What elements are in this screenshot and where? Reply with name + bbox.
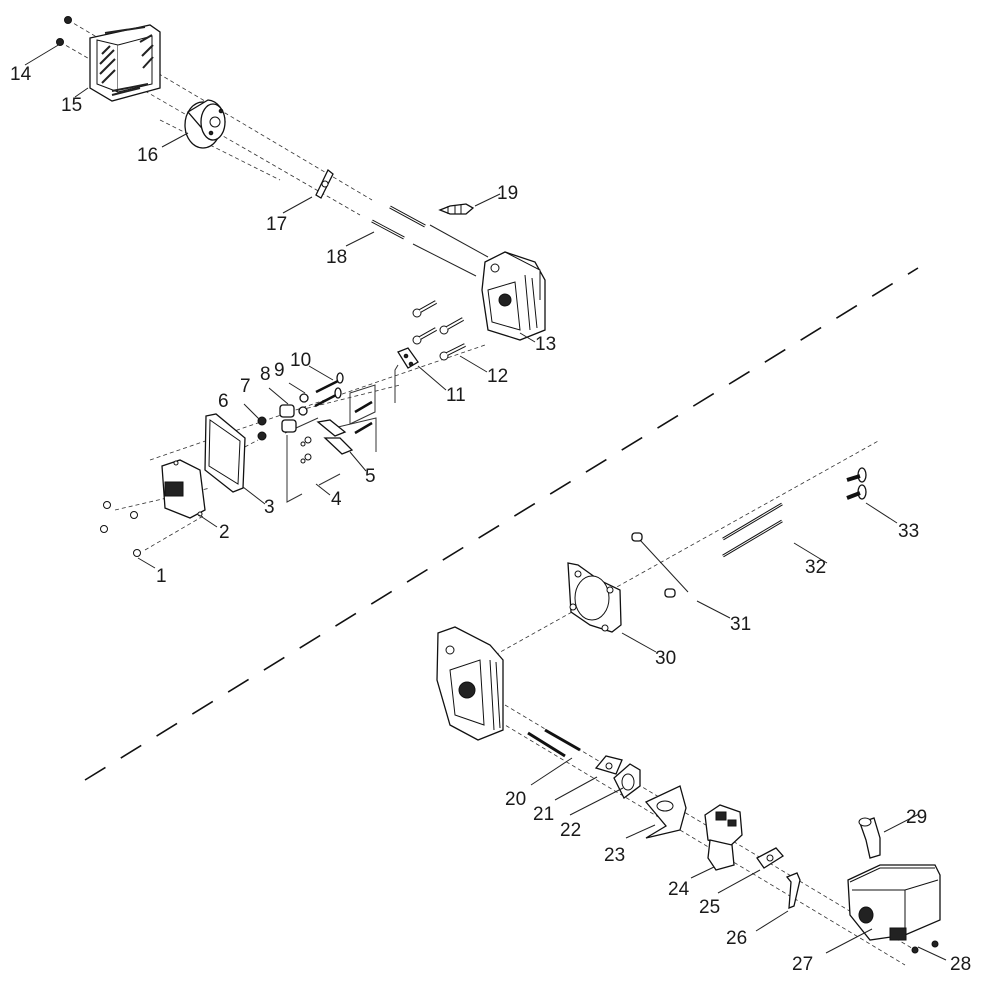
spark-plug-part: [438, 203, 475, 215]
callout-7: 7: [240, 376, 251, 397]
callout-6: 6: [218, 391, 229, 412]
air-cleaner-nut-part: [911, 940, 939, 954]
callout-13: 13: [535, 334, 556, 355]
head-bolt-part: [412, 300, 466, 361]
callout-23: 23: [604, 845, 625, 866]
callout-30: 30: [655, 648, 676, 669]
muffler-stud-part: [371, 205, 426, 240]
callout-26: 26: [726, 928, 747, 949]
callout-15: 15: [61, 95, 82, 116]
leader-lines: [24, 43, 947, 961]
callout-28: 28: [950, 954, 971, 975]
callout-11: 11: [446, 385, 466, 406]
valve-cover-gasket-part: [204, 413, 246, 493]
callout-10: 10: [290, 350, 311, 371]
top-assembly-axes: [59, 19, 489, 551]
callout-18: 18: [326, 247, 347, 268]
callout-32: 32: [805, 557, 826, 578]
cylinder-head-lower-part: [436, 626, 504, 741]
breather-tube-part: [785, 872, 801, 909]
callout-25: 25: [699, 897, 720, 918]
valve-train-part: [257, 372, 344, 441]
cover-bolt-part: [100, 501, 141, 557]
callout-27: 27: [792, 954, 813, 975]
callout-3: 3: [264, 497, 275, 518]
air-cleaner-gasket-part: [756, 847, 784, 869]
callout-8: 8: [260, 364, 271, 385]
insulator-gasket-part: [594, 755, 623, 775]
carburetor-part: [704, 804, 743, 871]
callout-17: 17: [266, 214, 287, 235]
push-rod-guide-plate-part: [397, 347, 419, 369]
callout-22: 22: [560, 820, 581, 841]
callout-29: 29: [906, 807, 927, 828]
tappet-part: [846, 467, 867, 500]
rocker-arm-assembly-part: [284, 364, 399, 503]
heat-shield-part: [644, 785, 687, 839]
callout-1: 1: [156, 566, 167, 587]
callout-14: 14: [10, 64, 32, 85]
callout-4: 4: [331, 489, 342, 510]
carburetor-stud-part: [527, 728, 581, 758]
push-rod-part: [722, 502, 783, 558]
valve-cover-part: [161, 459, 206, 519]
air-cleaner-part: [847, 864, 941, 941]
callout-2: 2: [219, 522, 230, 543]
callout-12: 12: [487, 366, 508, 387]
muffler-gasket-part: [315, 168, 334, 199]
callout-31: 31: [730, 614, 751, 635]
callout-24: 24: [668, 879, 690, 900]
callout-5: 5: [365, 466, 376, 487]
callout-9: 9: [274, 360, 285, 381]
callout-21: 21: [533, 804, 554, 825]
muffler-part: [184, 99, 226, 149]
callout-20: 20: [505, 789, 526, 810]
cylinder-head-gasket-part: [567, 562, 622, 633]
cylinder-head-part: [481, 251, 546, 341]
muffler-guard-part: [89, 24, 161, 102]
callout-33: 33: [898, 521, 919, 542]
dowel-pin-part: [631, 532, 676, 598]
muffler-nut-part: [56, 16, 72, 46]
air-intake-elbow-part: [858, 817, 881, 859]
callout-labels: 1 2 3 4 5 6 7 8 9 10 11 12 13 14 15 16 1…: [10, 64, 971, 975]
callout-19: 19: [497, 183, 518, 204]
callout-16: 16: [137, 145, 158, 166]
section-separator-line: [84, 267, 919, 781]
